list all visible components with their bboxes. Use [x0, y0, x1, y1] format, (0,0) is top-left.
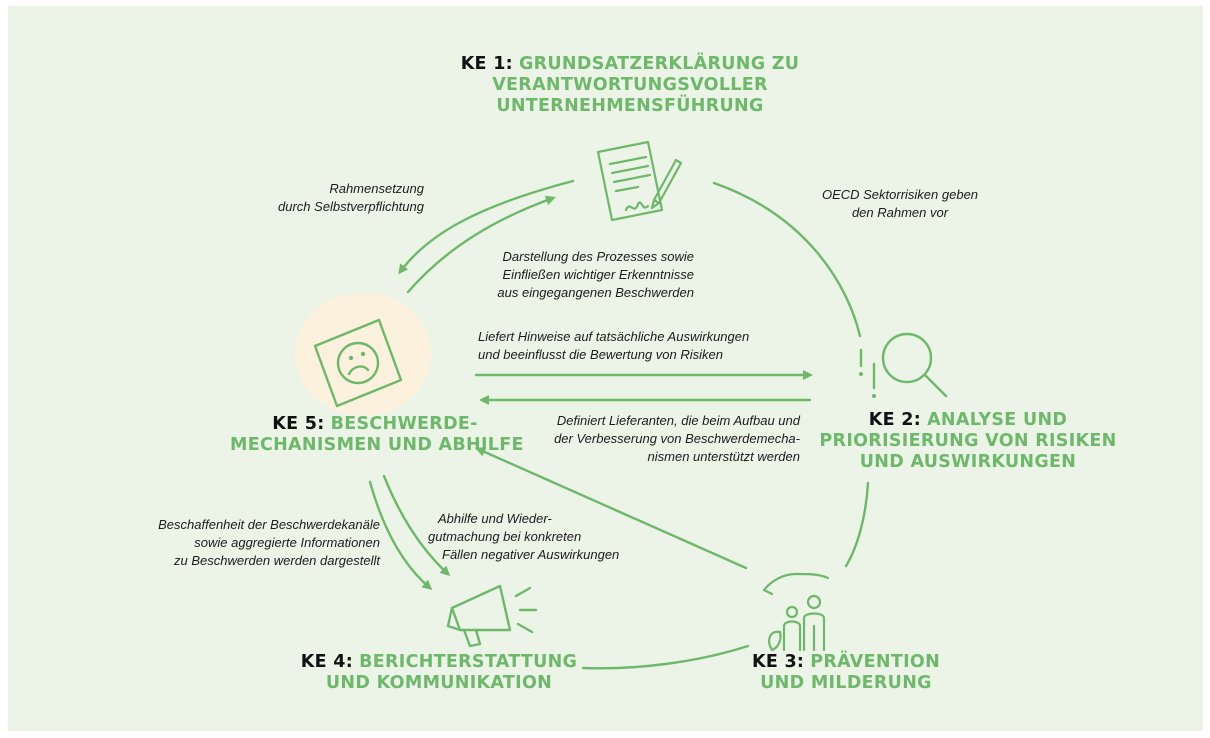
- diagram-canvas: KE 1:GRUNDSATZERKLÄRUNG ZU VERANTWORTUNG…: [8, 6, 1203, 731]
- note-oecd: OECD Sektorrisiken geben den Rahmen vor: [790, 186, 1010, 222]
- note-rahmensetzung-line-1: Rahmensetzung: [329, 181, 424, 196]
- note-darstellung-line-3: aus eingegangenen Beschwerden: [497, 285, 694, 300]
- ke5-line-2: MECHANISMEN UND ABHILFE: [230, 435, 524, 455]
- ke4-line-2: UND KOMMUNIKATION: [325, 673, 553, 693]
- ke5-code: KE 5:: [272, 414, 325, 434]
- sad-face-sign-icon: [295, 294, 431, 416]
- ke2-code: KE 2:: [868, 410, 922, 430]
- ke4-code: KE 4:: [300, 652, 354, 672]
- note-oecd-line-1: OECD Sektorrisiken geben: [821, 187, 979, 202]
- ke2-line-1: ANALYSE UND: [927, 410, 1068, 430]
- arc-ke3-ke4: [581, 644, 750, 670]
- note-beschaffenheit-line-3: zu Beschwerden werden dargestellt: [174, 553, 380, 568]
- ke2-title: KE 2:ANALYSE UND PRIORISIERUNG VON RISIK…: [798, 410, 1138, 473]
- note-liefert-line-1: Liefert Hinweise auf tatsächliche Auswir…: [478, 329, 750, 344]
- note-definiert-line-3: nismen unterstützt werden: [647, 449, 800, 464]
- note-definiert-line-1: Definiert Lieferanten, die beim Aufbau u…: [556, 413, 800, 428]
- note-beschaffenheit-line-2: sowie aggregierte Informationen: [194, 535, 380, 550]
- ke3-title: KE 3:PRÄVENTION UND MILDERUNG: [726, 652, 966, 694]
- note-darstellung-line-1: Darstellung des Prozesses sowie: [502, 249, 694, 264]
- arrow-ke5-to-ke4-right: [382, 474, 451, 577]
- ke4-line-1: BERICHTERSTATTUNG: [359, 652, 578, 672]
- ke5-line-1: BESCHWERDE-: [330, 414, 478, 434]
- note-beschaffenheit: Beschaffenheit der Beschwerdekanäle sowi…: [108, 516, 380, 570]
- ke1-code: KE 1:: [460, 54, 513, 74]
- note-beschaffenheit-line-1: Beschaffenheit der Beschwerdekanäle: [158, 517, 380, 532]
- note-abhilfe-line-1: Abhilfe und Wieder-: [438, 511, 552, 526]
- ke3-code: KE 3:: [751, 652, 805, 672]
- note-definiert-line-2: der Verbesserung von Beschwerdemecha-: [554, 431, 800, 446]
- note-abhilfe: Abhilfe und Wieder- gutmachung bei konkr…: [428, 510, 678, 564]
- note-rahmensetzung-line-2: durch Selbstverpflichtung: [278, 199, 424, 214]
- ke1-line-1: GRUNDSATZERKLÄRUNG ZU: [518, 54, 800, 74]
- arc-ke2-ke3: [844, 481, 870, 568]
- note-oecd-line-2: den Rahmen vor: [851, 205, 949, 220]
- ke4-title: KE 4:BERICHTERSTATTUNG UND KOMMUNIKATION: [294, 652, 584, 694]
- cycle-connectors: [368, 179, 870, 670]
- ke1-title: KE 1:GRUNDSATZERKLÄRUNG ZU VERANTWORTUNG…: [420, 54, 840, 117]
- note-darstellung: Darstellung des Prozesses sowie Einfließ…: [438, 248, 694, 302]
- note-darstellung-line-2: Einfließen wichtiger Erkenntnisse: [502, 267, 694, 282]
- ke2-line-3: UND AUSWIRKUNGEN: [859, 452, 1077, 472]
- arrow-ke3-to-ke5: [475, 447, 748, 570]
- note-liefert: Liefert Hinweise auf tatsächliche Auswir…: [478, 328, 818, 364]
- ke1-line-3: UNTERNEHMENSFÜHRUNG: [496, 96, 764, 116]
- note-definiert: Definiert Lieferanten, die beim Aufbau u…: [498, 412, 800, 466]
- arc-ke1-ke2: [712, 181, 862, 338]
- note-abhilfe-line-3: Fällen negativer Auswirkungen: [442, 547, 620, 562]
- ke3-line-1: PRÄVENTION: [810, 652, 941, 672]
- note-rahmensetzung: Rahmensetzung durch Selbstverpflichtung: [208, 180, 424, 216]
- signed-document-icon: [596, 140, 683, 222]
- arrow-ke1-to-ke5: [398, 179, 575, 275]
- ke5-title: KE 5:BESCHWERDE- MECHANISMEN UND ABHILFE: [230, 414, 524, 456]
- note-liefert-line-2: und beeinflusst die Bewertung von Risike…: [478, 347, 723, 362]
- arrow-ke5-to-ke1: [406, 195, 556, 294]
- magnifier-icon: [859, 332, 948, 398]
- ke3-line-2: UND MILDERUNG: [760, 673, 932, 693]
- protecting-hand-icon: [762, 572, 830, 652]
- ke1-line-2: VERANTWORTUNGSVOLLER: [492, 75, 768, 95]
- ke2-line-2: PRIORISIERUNG VON RISIKEN: [819, 431, 1117, 451]
- megaphone-icon: [446, 584, 538, 648]
- note-abhilfe-line-2: gutmachung bei konkreten: [428, 529, 582, 544]
- arrow-ke5-to-ke4-left: [368, 480, 433, 590]
